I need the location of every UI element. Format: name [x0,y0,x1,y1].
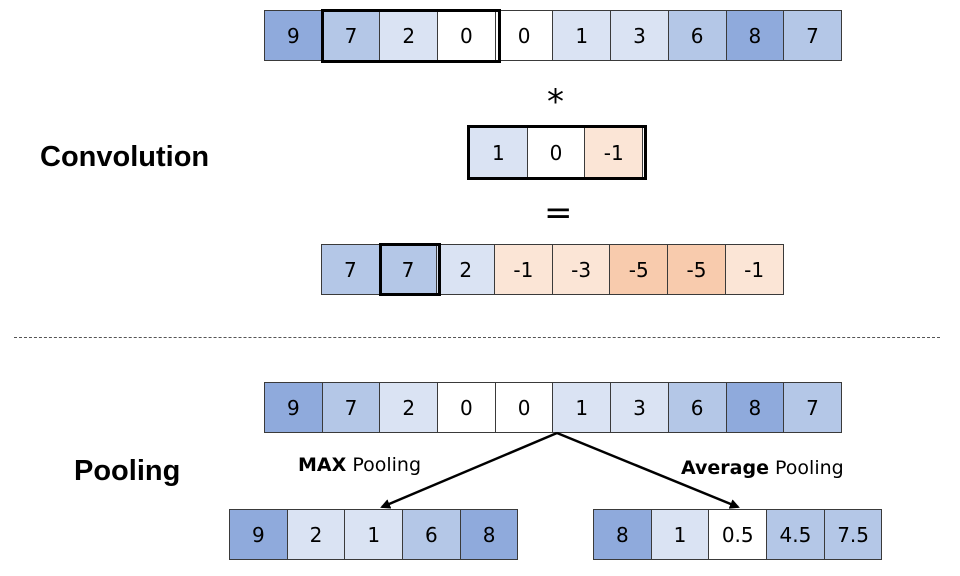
section-divider [14,337,940,338]
value-cell: -1 [494,244,553,295]
value-cell: 9 [264,10,323,61]
value-cell: 0.5 [708,509,768,560]
max-pooling-label: MAX Pooling [298,454,421,476]
average-pooling-label: Average Pooling [681,457,844,479]
value-cell: 4.5 [766,509,825,560]
value-cell: 2 [286,509,346,560]
value-cell: -1 [724,244,784,295]
value-cell: 8 [593,509,652,560]
value-cell: 0 [437,382,496,433]
value-cell: 3 [610,10,669,61]
convolution-title: Convolution [40,141,210,173]
value-cell: -1 [584,127,644,178]
value-cell: 1 [552,382,612,433]
value-cell: 8 [725,10,785,61]
value-cell: 7 [783,10,842,61]
value-cell: 1 [552,10,612,61]
equals-sign: = [544,193,573,233]
value-cell: 8 [459,509,519,560]
value-cell: 3 [610,382,669,433]
value-cell: 7 [321,382,381,433]
value-cell: 9 [264,382,323,433]
value-cell: 7 [783,382,842,433]
pooling-title: Pooling [74,455,181,487]
value-cell: -5 [667,244,726,295]
max-label-bold: MAX [298,454,347,476]
value-cell: 0 [526,127,586,178]
value-cell: 2 [379,382,439,433]
value-cell: -5 [609,244,669,295]
average-label-rest: Pooling [775,457,844,479]
value-cell: 6 [402,509,461,560]
value-cell: 1 [344,509,404,560]
max-pooling-arrow [380,431,558,509]
value-cell: 2 [436,244,496,295]
convolution-operator: * [547,82,564,122]
max-label-rest: Pooling [352,454,422,476]
value-cell: 7.5 [823,509,883,560]
average-label-bold: Average [681,457,769,479]
value-cell: 1 [650,509,710,560]
average-pooling-arrow [556,431,740,509]
value-cell: 8 [725,382,785,433]
value-cell: 0 [494,382,554,433]
value-cell: 9 [229,509,288,560]
value-cell: 6 [667,10,727,61]
value-cell: -3 [551,244,611,295]
